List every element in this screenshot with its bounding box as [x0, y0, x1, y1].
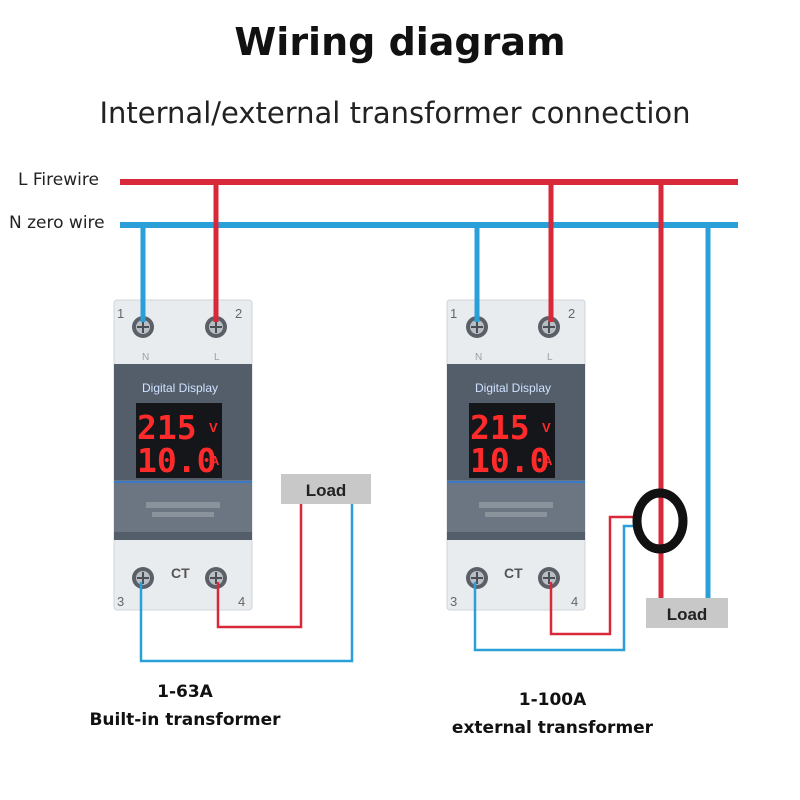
meter-1-screw-1	[132, 316, 154, 338]
meter-2-mark-n: N	[475, 352, 482, 363]
ct-blue-lead	[473, 524, 642, 652]
meter-1-ct-label: CT	[171, 565, 190, 581]
meter-2-print-1	[479, 502, 553, 508]
page-title: Wiring diagram	[234, 20, 566, 64]
neutral-wire-label: N zero wire	[9, 213, 105, 233]
meter-2-caption: 1-100A external transformer	[440, 686, 665, 742]
meter-1-caption: 1-63A Built-in transformer	[80, 678, 290, 734]
meter-2-mark-l: L	[547, 352, 553, 363]
meter-1-current-unit: A	[210, 453, 220, 468]
meter-2-voltage-unit: V	[542, 420, 551, 435]
meter-1-display	[136, 403, 222, 478]
meter-2-screw-2	[538, 316, 560, 338]
load-1-label: Load	[306, 481, 347, 500]
meter-1-screw-3	[132, 567, 154, 589]
external-ct-ring	[632, 488, 688, 554]
meter-2-terminal-2: 2	[568, 306, 575, 321]
meter-2-screw-1	[466, 316, 488, 338]
meter-2-voltage: 215	[470, 408, 530, 447]
meter-2-ct-label: CT	[504, 565, 523, 581]
meter-2-screw-4	[538, 567, 560, 589]
meter-2-caption-type: external transformer	[451, 718, 654, 738]
meter-2-caption-range: 1-100A	[518, 690, 587, 710]
meter-1-voltage-unit: V	[209, 420, 218, 435]
meter-1-mark-n: N	[142, 352, 149, 363]
meter-1-caption-range: 1-63A	[157, 682, 213, 702]
meter-1-terminal-3: 3	[117, 594, 124, 609]
meter-2-screw-3	[466, 567, 488, 589]
live-wire-label: L Firewire	[18, 170, 99, 190]
meter-1-terminal-2: 2	[235, 306, 242, 321]
meter-1-voltage: 215	[137, 408, 197, 447]
meter-1-screw-4	[205, 567, 227, 589]
meter-2-current-unit: A	[543, 453, 553, 468]
meter-2-current: 10.0	[470, 441, 549, 480]
meter-2-terminal-3: 3	[450, 594, 457, 609]
load-1-box	[281, 474, 371, 504]
meter-1-caption-type: Built-in transformer	[89, 710, 281, 730]
meter-2-print-2	[485, 512, 547, 517]
meter-1-mark-l: L	[214, 352, 220, 363]
ct-red-lead	[549, 515, 640, 636]
meter-2: Digital Display 215 V 10.0 A 1 2 3 4 N L…	[446, 299, 586, 611]
meter-2-terminal-4: 4	[571, 594, 578, 609]
meter-1-terminal-4: 4	[238, 594, 245, 609]
meter-2-panel-label: Digital Display	[475, 381, 551, 395]
meter-1-terminal-1: 1	[117, 306, 124, 321]
load-2-box	[646, 598, 728, 628]
meter-2-terminal-1: 1	[450, 306, 457, 321]
load-1-live-wire	[216, 503, 303, 629]
meter-2-display	[469, 403, 555, 478]
load-2-label: Load	[667, 605, 708, 624]
meter-1: Digital Display 215 V 10.0 A 1 2 3 4 N L…	[113, 299, 253, 611]
meter-1-current: 10.0	[137, 441, 216, 480]
page-subtitle: Internal/external transformer connection	[99, 96, 691, 130]
meter-1-print-2	[152, 512, 214, 517]
meter-1-print-1	[146, 502, 220, 508]
meter-1-screw-2	[205, 316, 227, 338]
meter-1-panel-label: Digital Display	[142, 381, 218, 395]
load-1-neutral-wire	[139, 503, 354, 663]
